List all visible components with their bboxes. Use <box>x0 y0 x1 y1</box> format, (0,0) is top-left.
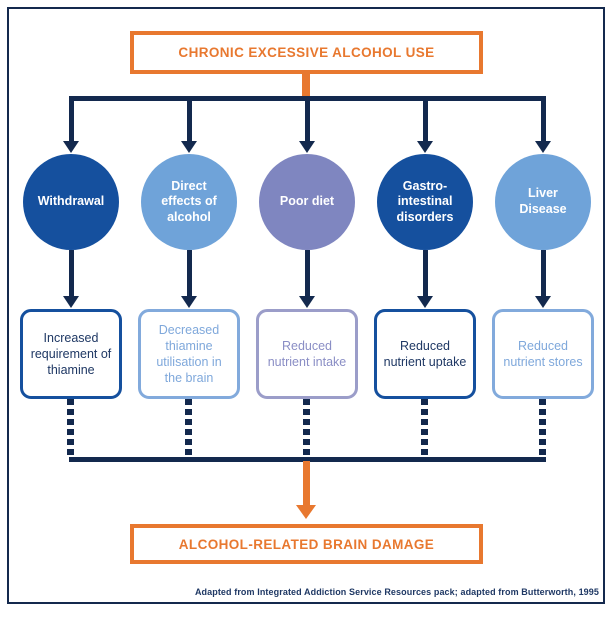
cause-circle-poor-diet: Poor diet <box>259 154 355 250</box>
effect-label: Reduced nutrient stores <box>503 339 583 369</box>
cause-label: Gastro-intestinal disorders <box>396 178 454 224</box>
down-arrow-line <box>69 250 74 297</box>
dashed-connector <box>185 399 192 457</box>
down-arrow-icon <box>181 296 197 308</box>
down-arrow-line <box>541 96 546 142</box>
cause-label: Poor diet <box>279 194 335 209</box>
down-arrow-icon <box>299 296 315 308</box>
down-arrow-icon <box>63 296 79 308</box>
dashed-connector <box>421 399 428 457</box>
down-arrow-icon <box>417 296 433 308</box>
effect-box-nutrient-intake: Reduced nutrient intake <box>256 309 358 399</box>
cause-circle-gastrointestinal: Gastro-intestinal disorders <box>377 154 473 250</box>
root-cause-label: CHRONIC EXCESSIVE ALCOHOL USE <box>178 45 435 60</box>
dashed-connector <box>539 399 546 457</box>
down-arrow-icon <box>535 141 551 153</box>
root-cause-box: CHRONIC EXCESSIVE ALCOHOL USE <box>130 31 483 74</box>
effect-box-nutrient-uptake: Reduced nutrient uptake <box>374 309 476 399</box>
cause-circle-withdrawal: Withdrawal <box>23 154 119 250</box>
down-arrow-line <box>541 250 546 297</box>
cause-label: Liver Disease <box>519 186 567 216</box>
effect-label: Increased requirement of thiamine <box>30 331 112 377</box>
effect-box-thiamine-utilisation: Decreased thiamine utilisation in the br… <box>138 309 240 399</box>
effect-box-nutrient-stores: Reduced nutrient stores <box>492 309 594 399</box>
top-orange-connector <box>302 72 310 98</box>
down-arrow-line <box>187 96 192 142</box>
cause-label: Withdrawal <box>37 194 105 209</box>
effect-label: Decreased thiamine utilisation in the br… <box>156 323 222 385</box>
cause-circle-liver-disease: Liver Disease <box>495 154 591 250</box>
down-arrow-icon <box>417 141 433 153</box>
down-arrow-line <box>423 250 428 297</box>
dashed-connector <box>67 399 74 457</box>
diagram-frame-border <box>7 7 605 604</box>
effect-label: Reduced nutrient uptake <box>383 339 467 369</box>
down-arrow-icon <box>181 141 197 153</box>
outcome-box: ALCOHOL-RELATED BRAIN DAMAGE <box>130 524 483 564</box>
outcome-arrow-line <box>303 461 310 506</box>
source-caption: Adapted from Integrated Addiction Servic… <box>194 587 599 597</box>
down-arrow-line <box>69 96 74 142</box>
down-arrow-icon <box>535 296 551 308</box>
bottom-collector-rail <box>69 457 546 462</box>
down-arrow-icon <box>299 141 315 153</box>
down-arrow-line <box>305 250 310 297</box>
down-arrow-line <box>305 96 310 142</box>
outcome-label: ALCOHOL-RELATED BRAIN DAMAGE <box>178 536 435 552</box>
effect-label: Reduced nutrient intake <box>267 339 347 369</box>
down-arrow-line <box>423 96 428 142</box>
cause-label: Direct effects of alcohol <box>161 178 217 224</box>
cause-circle-direct-effects: Direct effects of alcohol <box>141 154 237 250</box>
dashed-connector <box>303 399 310 457</box>
down-arrow-icon <box>63 141 79 153</box>
down-arrow-line <box>187 250 192 297</box>
effect-box-thiamine-requirement: Increased requirement of thiamine <box>20 309 122 399</box>
outcome-arrow-icon <box>296 505 316 519</box>
